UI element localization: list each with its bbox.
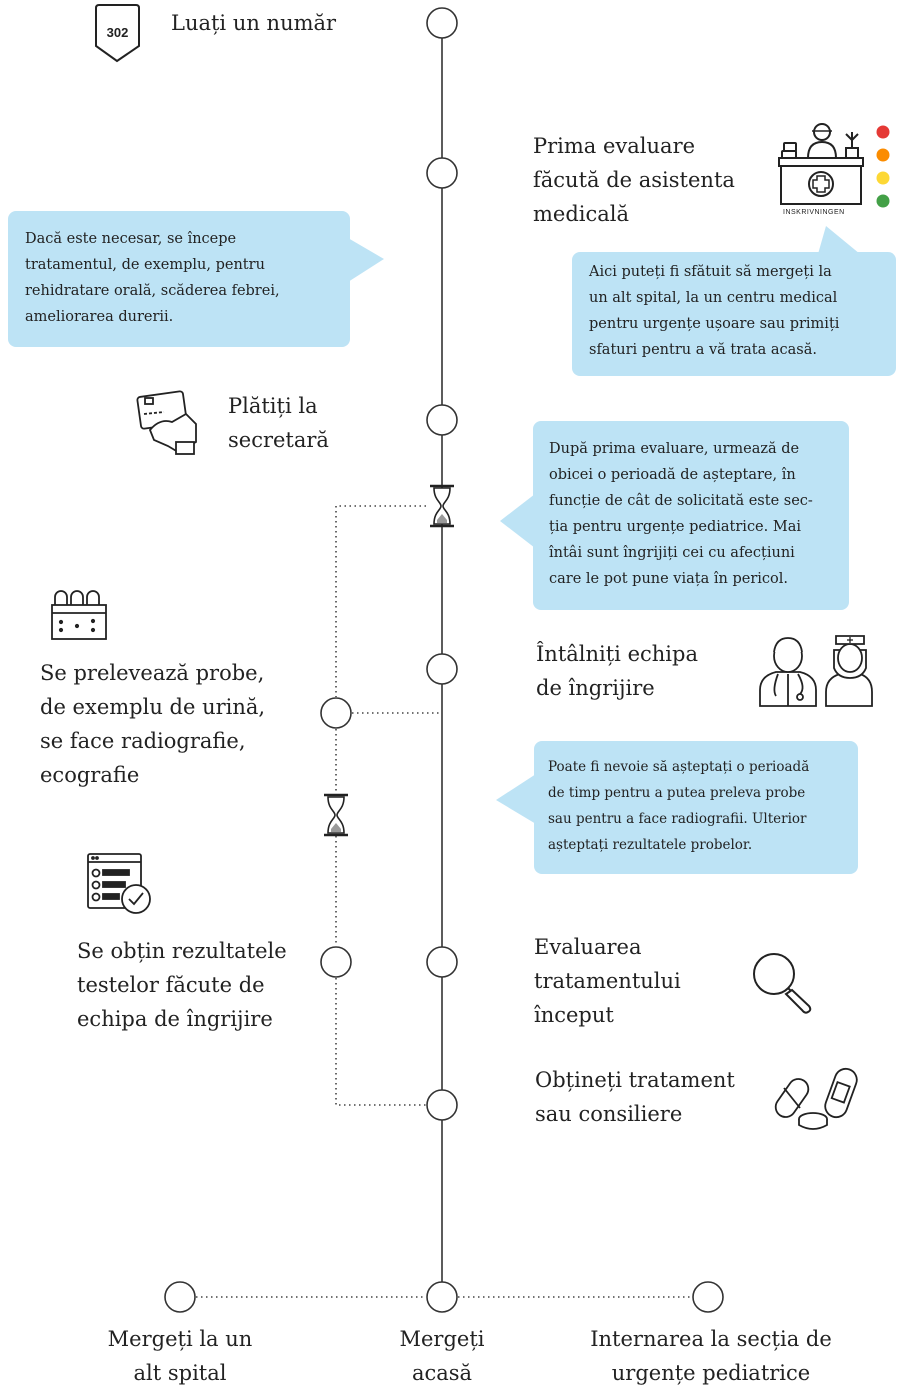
step-samples-line: de exemplu de urină, xyxy=(40,695,266,719)
bubble-line: tratamentul, de exemplu, pentru xyxy=(25,257,265,273)
triage-lights-icon xyxy=(876,125,890,208)
bubble-line: Dacă este necesar, se începe xyxy=(25,231,237,247)
bubble-line: ameliorarea durerii. xyxy=(25,309,174,325)
outcome-go-home: Mergeți acasă xyxy=(372,1322,512,1390)
step-samples-line: ecografie xyxy=(40,763,140,787)
step-first-eval-line: Prima evaluare xyxy=(533,134,696,158)
step-first-eval-line: făcută de asistenta xyxy=(533,168,735,192)
bubble-line: Aici puteți fi sfătuit să mergeți la xyxy=(589,264,832,280)
node-meet-team xyxy=(426,653,458,685)
bubble-wait-samples: Poate fi nevoie să așteptați o perioadă … xyxy=(548,754,854,858)
outcome-other-hospital: Mergeți la un alt spital xyxy=(80,1322,280,1390)
step-meet-team-line: Întâlniți echipa xyxy=(536,642,698,666)
step-pay: Plătiți la secretară xyxy=(228,389,329,457)
node-evaluate xyxy=(426,946,458,978)
bubble-advice-shape xyxy=(572,226,896,376)
hourglass-icon xyxy=(430,484,454,528)
step-treatment-line: Obțineți tratament xyxy=(535,1068,735,1092)
step-samples-line: Se prelevează probe, xyxy=(40,661,265,685)
step-evaluate: Evaluarea tratamentului început xyxy=(534,930,681,1032)
step-samples: Se prelevează probe, de exemplu de urină… xyxy=(40,656,265,792)
step-meet-team-line: de îngrijire xyxy=(536,676,655,700)
node-pay xyxy=(426,404,458,436)
node-take-number xyxy=(426,7,458,39)
bubble-waiting-shape xyxy=(500,421,849,610)
step-evaluate-line: tratamentului xyxy=(534,969,681,993)
bubble-line: După prima evaluare, urmează de xyxy=(549,441,800,457)
node-go-home xyxy=(426,1281,458,1313)
node-samples xyxy=(320,697,352,729)
outcome-admission: Internarea la secția de urgențe pediatri… xyxy=(570,1322,852,1390)
side-branch-dotted xyxy=(196,505,692,1298)
checklist-icon xyxy=(87,853,151,914)
nurse-icon xyxy=(825,635,873,707)
step-samples-line: se face radiografie, xyxy=(40,729,246,753)
step-meet-team: Întâlniți echipa de îngrijire xyxy=(536,637,698,705)
bubble-wait-samples-shape xyxy=(496,741,858,874)
bubble-line: de timp pentru a putea preleva probe xyxy=(548,785,806,801)
bubble-line: sfaturi pentru a vă trata acasă. xyxy=(589,342,817,358)
step-results: Se obțin rezultatele testelor făcute de … xyxy=(77,934,287,1036)
bubble-line: pentru urgențe ușoare sau primiți xyxy=(589,316,840,332)
step-first-eval: Prima evaluare făcută de asistenta medic… xyxy=(533,129,735,231)
step-evaluate-line: început xyxy=(534,1003,614,1027)
medicine-icon xyxy=(774,1067,858,1130)
step-treatment-line: sau consiliere xyxy=(535,1102,683,1126)
bubble-line: rehidratare orală, scăderea febrei, xyxy=(25,283,280,299)
outcome-line: Mergeți la un xyxy=(107,1327,253,1351)
reception-desk-icon xyxy=(778,123,864,205)
bubble-line: funcție de cât de solicitată este sec- xyxy=(549,493,813,509)
step-evaluate-line: Evaluarea xyxy=(534,935,642,959)
bubble-line: sau pentru a face radiografii. Ulterior xyxy=(548,811,807,827)
step-take-number: Luați un număr xyxy=(171,11,337,35)
bubble-treatment-start: Dacă este necesar, se începe tratamentul… xyxy=(25,226,345,330)
bubble-line: așteptați rezultatele probelor. xyxy=(548,837,753,853)
magnifier-icon xyxy=(753,953,812,1014)
node-admission xyxy=(692,1281,724,1313)
node-results xyxy=(320,946,352,978)
outcome-line: Internarea la secția de xyxy=(590,1327,832,1351)
step-pay-line: secretară xyxy=(228,428,329,452)
doctor-icon xyxy=(759,637,817,707)
step-pay-line: Plătiți la xyxy=(228,394,318,418)
bubble-waiting: După prima evaluare, urmează de obicei o… xyxy=(549,436,845,592)
outcome-line: alt spital xyxy=(133,1361,227,1385)
step-first-eval-line: medicală xyxy=(533,202,630,226)
outcome-line: urgențe pediatrice xyxy=(611,1361,811,1385)
bubble-advice: Aici puteți fi sfătuit să mergeți la un … xyxy=(589,259,889,363)
bubble-line: care le pot pune viața în pericol. xyxy=(549,571,788,587)
bubble-line: obicei o perioadă de așteptare, în xyxy=(549,467,796,483)
hourglass-icon xyxy=(324,793,348,837)
step-results-line: testelor făcute de xyxy=(77,973,265,997)
bubble-line: ția pentru urgențe pediatrice. Mai xyxy=(549,519,801,535)
payment-card-icon xyxy=(136,390,197,455)
ticket-badge-icon: 302 xyxy=(95,4,140,63)
node-other-hospital xyxy=(164,1281,196,1313)
step-results-line: Se obțin rezultatele xyxy=(77,939,287,963)
node-treatment xyxy=(426,1089,458,1121)
step-results-line: echipa de îngrijire xyxy=(77,1007,273,1031)
step-treatment: Obțineți tratament sau consiliere xyxy=(535,1063,735,1131)
bubble-line: un alt spital, la un centru medical xyxy=(589,290,838,306)
bubble-treatment-start-shape xyxy=(8,211,384,347)
outcome-line: Mergeți xyxy=(399,1327,485,1351)
test-tubes-icon xyxy=(51,590,107,640)
desk-label: INSKRIVNINGEN xyxy=(783,209,845,216)
ticket-number: 302 xyxy=(107,25,129,40)
bubble-line: Poate fi nevoie să așteptați o perioadă xyxy=(548,759,810,775)
bubble-line: întâi sunt îngrijiți cei cu afecțiuni xyxy=(549,545,795,561)
node-first-eval xyxy=(426,157,458,189)
outcome-line: acasă xyxy=(411,1361,473,1385)
